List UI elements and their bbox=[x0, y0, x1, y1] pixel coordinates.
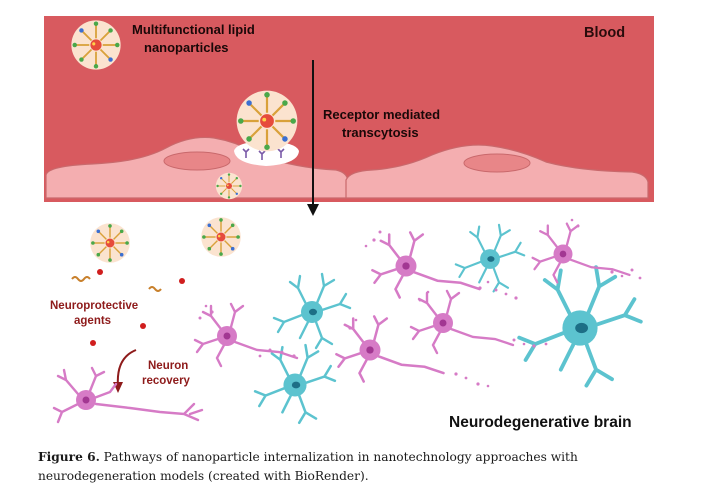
recovered-neuron bbox=[52, 366, 204, 424]
receptor-vesicle bbox=[234, 141, 299, 166]
neuroprotective-label-line2: agents bbox=[74, 315, 111, 327]
neuroprotective-agent-dot bbox=[90, 269, 185, 346]
neuron-pink bbox=[531, 222, 631, 284]
lipid-nanoparticle-icon bbox=[215, 172, 243, 200]
rmt-label-line1: Receptor mediated bbox=[323, 107, 440, 122]
cell-nucleus bbox=[463, 153, 531, 173]
neuron-pink bbox=[409, 289, 515, 355]
receptor-icon bbox=[242, 148, 285, 160]
neuroprotective-agent-icon bbox=[71, 276, 162, 292]
neuron-pink bbox=[371, 231, 481, 299]
figure: Blood Multifunctional lipid nanoparticle… bbox=[44, 16, 654, 431]
neuron-cyan bbox=[454, 223, 526, 293]
lipid-nanoparticle-icon bbox=[70, 19, 122, 71]
caption-figure-label: Figure 6. bbox=[38, 450, 100, 464]
blood-label: Blood bbox=[584, 25, 625, 41]
caption-text: Pathways of nanoparticle internalization… bbox=[38, 450, 578, 483]
lnp-label-line1: Multifunctional lipid bbox=[132, 22, 255, 37]
lipid-nanoparticle-icon bbox=[89, 222, 131, 264]
recovery-label-line2: recovery bbox=[142, 375, 191, 387]
neuron-cyan bbox=[517, 265, 643, 388]
brain-label: Neurodegenerative brain bbox=[449, 414, 632, 431]
neuroprotective-label-line1: Neuroprotective bbox=[50, 300, 138, 312]
degeneration-fragments bbox=[198, 218, 642, 388]
lnp-label-line2: nanoparticles bbox=[144, 40, 229, 55]
neuron-pink bbox=[335, 315, 445, 383]
recovery-label-line1: Neuron bbox=[148, 360, 188, 372]
transcytosis-arrowhead bbox=[307, 204, 319, 216]
rmt-label-line2: transcytosis bbox=[342, 125, 419, 140]
lipid-nanoparticle-icon bbox=[200, 216, 242, 258]
recovery-arrow bbox=[116, 349, 137, 387]
lipid-nanoparticle-icon bbox=[235, 89, 299, 153]
figure-caption: Figure 6. Pathways of nanoparticle inter… bbox=[38, 448, 678, 486]
neuron-cyan bbox=[272, 272, 352, 350]
cell-nucleus bbox=[163, 151, 231, 171]
